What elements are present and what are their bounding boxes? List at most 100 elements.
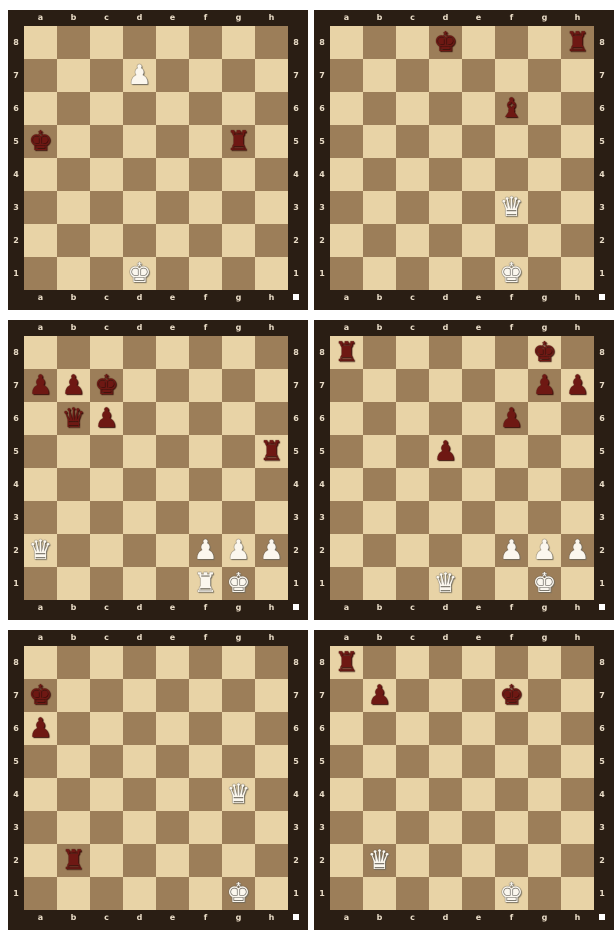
square-e8[interactable] (462, 646, 495, 679)
square-c8[interactable] (396, 336, 429, 369)
square-a1[interactable] (24, 567, 57, 600)
square-e8[interactable] (156, 646, 189, 679)
square-g5[interactable] (528, 435, 561, 468)
square-f5[interactable] (189, 435, 222, 468)
square-h7[interactable] (255, 59, 288, 92)
square-b8[interactable] (363, 336, 396, 369)
square-f5[interactable] (495, 125, 528, 158)
square-g3[interactable] (528, 811, 561, 844)
square-f6[interactable] (189, 712, 222, 745)
square-e5[interactable] (462, 745, 495, 778)
square-h7[interactable] (561, 59, 594, 92)
square-f2[interactable] (495, 224, 528, 257)
square-h2[interactable] (255, 224, 288, 257)
square-c4[interactable] (396, 158, 429, 191)
square-e7[interactable] (462, 679, 495, 712)
square-e6[interactable] (462, 712, 495, 745)
square-g4[interactable] (222, 158, 255, 191)
square-h3[interactable] (561, 501, 594, 534)
square-h1[interactable] (561, 877, 594, 910)
black-queen-icon[interactable]: ♛ (57, 402, 90, 435)
square-g6[interactable] (222, 402, 255, 435)
square-d1[interactable] (123, 567, 156, 600)
black-rook-icon[interactable]: ♜ (330, 336, 363, 369)
white-rook-icon[interactable]: ♜ (189, 567, 222, 600)
square-a7[interactable] (330, 679, 363, 712)
square-a1[interactable] (330, 567, 363, 600)
square-b7[interactable] (57, 59, 90, 92)
square-d5[interactable] (429, 745, 462, 778)
square-a1[interactable] (330, 877, 363, 910)
square-d6[interactable] (429, 92, 462, 125)
square-e6[interactable] (156, 712, 189, 745)
square-b3[interactable] (363, 191, 396, 224)
square-c5[interactable] (396, 125, 429, 158)
square-c4[interactable] (396, 468, 429, 501)
square-d2[interactable] (429, 224, 462, 257)
square-h1[interactable] (561, 567, 594, 600)
square-d3[interactable] (123, 811, 156, 844)
square-c6[interactable] (90, 92, 123, 125)
square-c1[interactable] (396, 567, 429, 600)
square-c1[interactable] (90, 257, 123, 290)
square-f6[interactable] (495, 712, 528, 745)
square-f8[interactable] (189, 336, 222, 369)
square-g6[interactable] (222, 712, 255, 745)
square-g3[interactable] (222, 191, 255, 224)
square-h3[interactable] (255, 501, 288, 534)
square-h8[interactable] (255, 26, 288, 59)
square-g7[interactable] (222, 59, 255, 92)
square-c7[interactable] (90, 59, 123, 92)
square-a7[interactable] (330, 369, 363, 402)
square-a8[interactable] (24, 26, 57, 59)
square-h6[interactable] (561, 402, 594, 435)
square-e4[interactable] (156, 778, 189, 811)
square-g5[interactable] (222, 435, 255, 468)
black-pawn-icon[interactable]: ♟ (561, 369, 594, 402)
black-rook-icon[interactable]: ♜ (561, 26, 594, 59)
square-c8[interactable] (396, 26, 429, 59)
square-g2[interactable] (222, 224, 255, 257)
square-b5[interactable] (57, 435, 90, 468)
square-h1[interactable] (255, 567, 288, 600)
black-king-icon[interactable]: ♚ (495, 679, 528, 712)
white-queen-icon[interactable]: ♛ (495, 191, 528, 224)
square-c6[interactable] (396, 92, 429, 125)
square-c4[interactable] (396, 778, 429, 811)
square-e2[interactable] (156, 534, 189, 567)
square-f1[interactable] (189, 257, 222, 290)
square-e3[interactable] (156, 501, 189, 534)
square-c3[interactable] (396, 501, 429, 534)
square-d3[interactable] (429, 811, 462, 844)
square-d5[interactable] (123, 435, 156, 468)
square-h4[interactable] (561, 158, 594, 191)
square-f6[interactable] (189, 92, 222, 125)
square-d1[interactable] (123, 877, 156, 910)
square-f5[interactable] (189, 745, 222, 778)
square-h3[interactable] (255, 191, 288, 224)
square-a3[interactable] (24, 191, 57, 224)
square-h4[interactable] (561, 778, 594, 811)
square-c4[interactable] (90, 158, 123, 191)
square-f1[interactable] (189, 877, 222, 910)
square-f4[interactable] (495, 468, 528, 501)
white-queen-icon[interactable]: ♛ (24, 534, 57, 567)
square-d8[interactable] (123, 336, 156, 369)
square-c2[interactable] (396, 844, 429, 877)
square-b3[interactable] (363, 501, 396, 534)
square-d4[interactable] (123, 158, 156, 191)
white-pawn-icon[interactable]: ♟ (255, 534, 288, 567)
square-d3[interactable] (429, 501, 462, 534)
square-e2[interactable] (462, 534, 495, 567)
white-pawn-icon[interactable]: ♟ (561, 534, 594, 567)
square-f1[interactable] (495, 567, 528, 600)
square-h8[interactable] (255, 336, 288, 369)
square-e5[interactable] (462, 435, 495, 468)
square-b3[interactable] (57, 191, 90, 224)
square-e6[interactable] (156, 92, 189, 125)
square-c5[interactable] (90, 435, 123, 468)
square-h4[interactable] (255, 468, 288, 501)
square-d8[interactable] (123, 646, 156, 679)
square-g8[interactable] (222, 646, 255, 679)
square-g6[interactable] (528, 402, 561, 435)
